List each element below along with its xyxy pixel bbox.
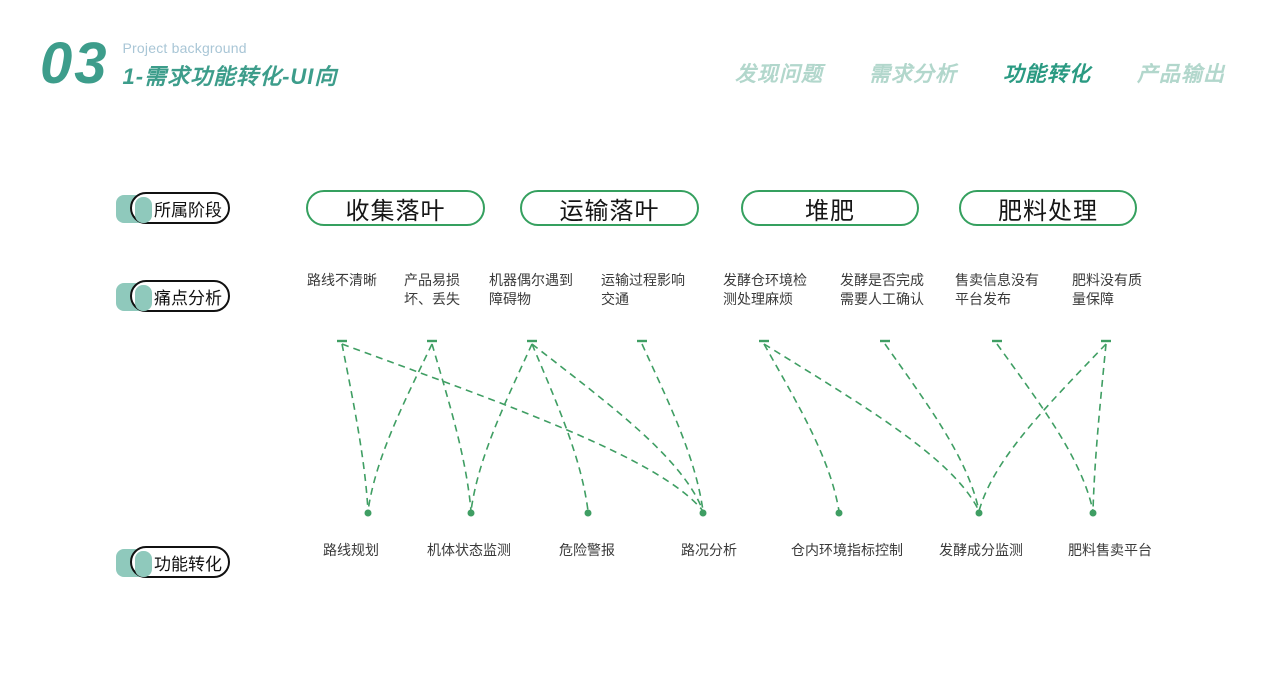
pain-point-text: 路线不清晰 (307, 272, 377, 288)
connection-line (763, 343, 980, 512)
row-label-box: 功能转化 (130, 546, 230, 578)
row-label-functions: 功能转化 (116, 546, 230, 578)
row-label-box: 所属阶段 (130, 192, 230, 224)
connection-line (341, 343, 704, 512)
connection-line (763, 343, 840, 512)
pain-point-text: 运输过程影响 交通 (601, 272, 685, 307)
pain-point-text: 售卖信息没有 平台发布 (955, 272, 1039, 307)
label-accent-tab (135, 551, 152, 577)
endpoint-dot (364, 509, 372, 517)
top-nav: 发现问题 需求分析 功能转化 产品输出 (735, 58, 1225, 88)
row-label-pain-points: 痛点分析 (116, 280, 230, 312)
pain-point-text: 产品易损 坏、丢失 (404, 272, 460, 307)
label-accent-tab (135, 197, 152, 223)
connection-line (341, 343, 369, 512)
function-text: 发酵成分监测 (939, 542, 1023, 558)
function-text: 危险警报 (559, 542, 615, 558)
row-label-text: 所属阶段 (154, 200, 222, 220)
connection-line (641, 343, 704, 512)
endpoint-dot (835, 509, 843, 517)
page-title: 1-需求功能转化-UI向 (122, 64, 338, 89)
endpoint-dot (699, 509, 707, 517)
pain-point-text: 机器偶尔遇到 障碍物 (489, 272, 573, 307)
nav-item-4[interactable]: 产品输出 (1137, 63, 1225, 86)
stage-pill: 运输落叶 (520, 190, 699, 226)
connection-line (470, 343, 533, 512)
connection-line (431, 343, 472, 512)
pain-point-text: 肥料没有质 量保障 (1072, 272, 1142, 307)
connection-line (996, 343, 1094, 512)
stage-pill: 收集落叶 (306, 190, 485, 226)
section-number: 03 (40, 31, 109, 96)
nav-item-2[interactable]: 需求分析 (869, 63, 957, 86)
function-text: 仓内环境指标控制 (791, 542, 903, 558)
header-brand: 03 Project background 1-需求功能转化-UI向 (40, 31, 338, 96)
connection-line (884, 343, 980, 512)
row-label-text: 功能转化 (154, 554, 222, 574)
function-text: 肥料售卖平台 (1068, 542, 1152, 558)
pain-point-text: 发酵是否完成 需要人工确认 (840, 272, 924, 307)
endpoint-dot (975, 509, 983, 517)
connection-line (531, 343, 589, 512)
endpoint-dot (1089, 509, 1097, 517)
label-accent-tab (135, 285, 152, 311)
nav-item-3[interactable]: 功能转化 (1003, 63, 1091, 86)
function-text: 机体状态监测 (427, 542, 511, 558)
function-text: 路线规划 (323, 542, 379, 558)
connection-line (531, 343, 704, 512)
function-text: 路况分析 (681, 542, 737, 558)
pain-point-text: 发酵仓环境检 测处理麻烦 (723, 272, 807, 307)
row-label-text: 痛点分析 (154, 288, 222, 308)
stage-pill: 肥料处理 (959, 190, 1137, 226)
connection-line (978, 343, 1107, 512)
nav-item-1[interactable]: 发现问题 (735, 63, 823, 86)
connection-line (1092, 343, 1107, 512)
endpoint-dot (584, 509, 592, 517)
connection-line (367, 343, 433, 512)
supertitle: Project background (122, 40, 247, 56)
endpoint-dot (467, 509, 475, 517)
row-label-stages: 所属阶段 (116, 192, 230, 224)
row-label-box: 痛点分析 (130, 280, 230, 312)
stage-pill: 堆肥 (741, 190, 919, 226)
